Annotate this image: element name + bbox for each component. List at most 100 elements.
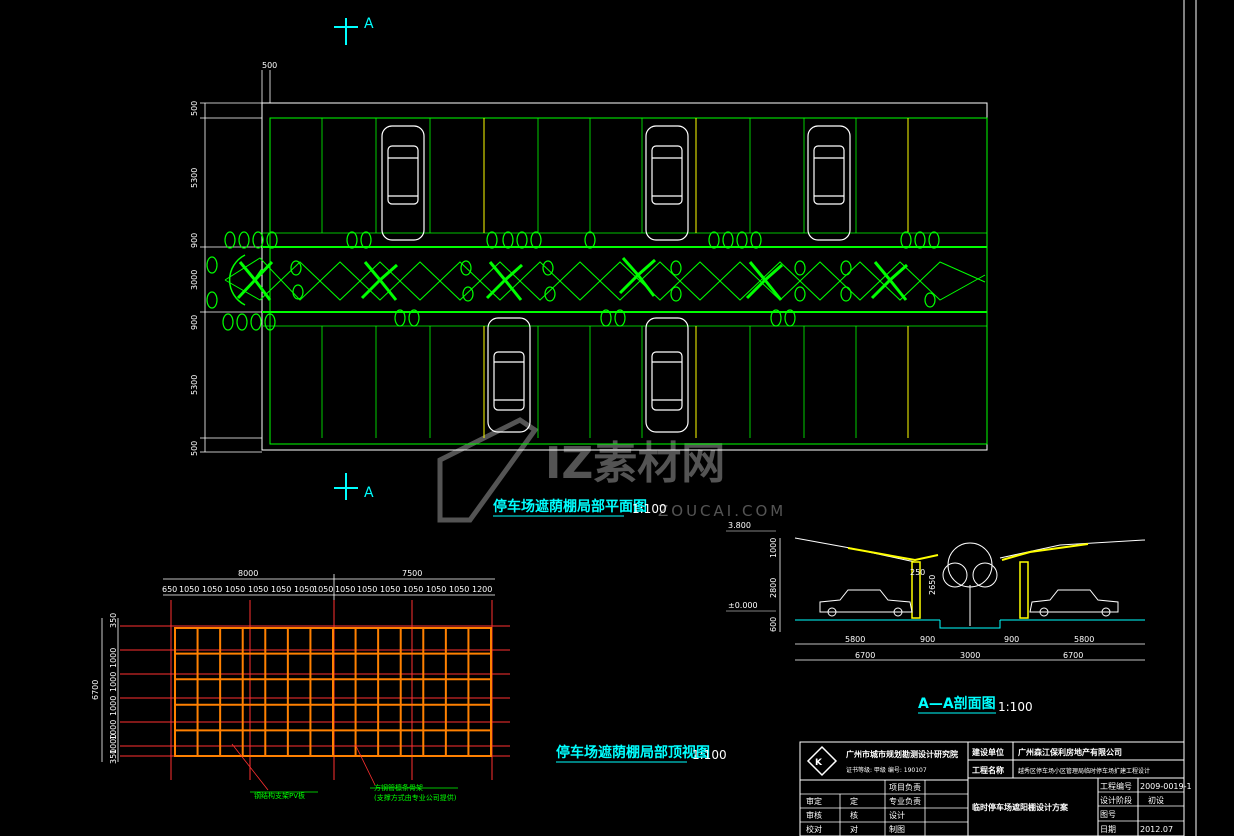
roof-callout-purlin: 方钢管檩条骨架 xyxy=(374,783,423,792)
roof-bay-dim: 1050 xyxy=(426,585,446,594)
section-dim-bottom-1: 900 xyxy=(920,635,935,644)
plan-dim-left: 900 xyxy=(190,233,199,248)
roof-callout-support: (支撑方式由专业公司提供) xyxy=(374,793,457,802)
car-icon xyxy=(487,317,531,433)
watermark-url: ZOUCAI.COM xyxy=(658,502,786,520)
roof-bay-dim: 1050 xyxy=(271,585,291,594)
roof-scale: 1:100 xyxy=(692,748,727,762)
role-right: 项目负责 xyxy=(889,782,921,792)
section-dim-bottom-2: 3000 xyxy=(960,651,980,660)
roof-bay-dim: 1050 xyxy=(449,585,469,594)
role-left: 审定 xyxy=(806,796,822,806)
roof-bay-dim: 1050 xyxy=(380,585,400,594)
roof-bay-dim: 1050 xyxy=(225,585,245,594)
plan-dim-left: 3000 xyxy=(190,270,199,290)
section-label-bottom: A xyxy=(364,485,374,501)
plan-scale: 1:100 xyxy=(632,502,667,516)
section-label-top: A xyxy=(364,16,374,32)
client-name: 广州森江保利房地产有限公司 xyxy=(1018,747,1122,757)
section-dim-bottom-1: 900 xyxy=(1004,635,1019,644)
roof-side-dims: 350 1000 1000 1000 1000 1000 350 xyxy=(109,613,118,764)
roof-side-dim: 1000 xyxy=(109,734,118,754)
stage: 初设 xyxy=(1148,795,1164,805)
plan-dim-left: 900 xyxy=(190,315,199,330)
roof-side-dim: 1000 xyxy=(109,696,118,716)
parking-stalls-top xyxy=(321,118,909,233)
roof-side-dim: 350 xyxy=(109,749,118,764)
role-mid: 核 xyxy=(850,810,858,820)
roof-side-total: 6700 xyxy=(91,680,100,700)
title-block: K 广州市城市规划勘测设计研究院 证书等级: 甲级 编号: 190107 建设单… xyxy=(799,741,1192,836)
plan-dim-top: 500 xyxy=(262,61,277,70)
role-left: 审核 xyxy=(806,810,822,820)
plan-dim-left: 5300 xyxy=(190,168,199,188)
role-right: 设计 xyxy=(889,810,905,820)
section-dim-2650: 2650 xyxy=(928,575,937,595)
svg-text:K: K xyxy=(815,758,823,768)
role-mid: 对 xyxy=(850,824,858,834)
pv-panel-grid xyxy=(174,627,492,757)
project-label: 工程名称 xyxy=(972,765,1004,775)
watermark-logo: IZ素材网 ZOUCAI.COM xyxy=(437,417,786,523)
car-icon xyxy=(381,125,425,241)
car-side-icon xyxy=(1029,589,1119,617)
date-label: 日期 xyxy=(1100,825,1116,834)
job-no: 2009-0019-1 xyxy=(1140,782,1192,791)
planting-strip xyxy=(206,231,986,331)
watermark-brand: IZ素材网 xyxy=(545,438,725,489)
roof-side-dim: 1000 xyxy=(109,648,118,668)
roof-top-view: 8000 7500 650 1050 1050 1050 1050 1050 1… xyxy=(91,569,727,802)
institute-logo-icon: K xyxy=(806,745,838,777)
roof-bay-dim: 1050 xyxy=(202,585,222,594)
roof-bay-dim: 1050 xyxy=(179,585,199,594)
section-dim-bottom-1: 5800 xyxy=(1074,635,1094,644)
plan-dim-left: 500 xyxy=(190,441,199,456)
tree-icon xyxy=(942,542,998,626)
role-mid: 定 xyxy=(850,796,858,806)
roof-side-dim: 1000 xyxy=(109,720,118,740)
parking-stalls-bottom xyxy=(321,326,909,438)
drawing-frame xyxy=(1183,0,1197,836)
roof-bay-dim: 1200 xyxy=(472,585,492,594)
role-left: 校对 xyxy=(806,824,822,834)
stage-label: 设计阶段 xyxy=(1100,795,1132,805)
plan-dim-left: 500 xyxy=(190,101,199,116)
plan-title: 停车场遮荫棚局部平面图 xyxy=(493,498,647,515)
job-no-label: 工程编号 xyxy=(1100,781,1132,791)
roof-total-dim: 8000 xyxy=(238,569,258,578)
role-right: 专业负责 xyxy=(889,796,921,806)
project-name: 越秀区停车场小区管理局临时停车场扩建工程设计 xyxy=(1018,767,1150,775)
roof-title: 停车场遮荫棚局部顶视图 xyxy=(556,744,710,761)
role-right: 制图 xyxy=(889,824,905,834)
plan-view: 500 500 5300 900 3000 900 5300 500 xyxy=(190,61,988,517)
roof-side-dim: 350 xyxy=(109,613,118,628)
car-icon xyxy=(807,125,851,241)
roof-callout-pv: 钢结构支架PV板 xyxy=(254,791,305,800)
plan-dim-left: 5300 xyxy=(190,375,199,395)
roof-bay-dim: 650 xyxy=(162,585,177,594)
roof-bay-dim: 1050 xyxy=(357,585,377,594)
section-dim-250: 250 xyxy=(910,568,925,577)
roof-bay-dim: 1050 xyxy=(313,585,333,594)
date: 2012.07 xyxy=(1140,825,1173,834)
section-marker-bottom: A xyxy=(334,473,374,501)
roof-total-dim: 7500 xyxy=(402,569,422,578)
section-dim-vert: 2800 xyxy=(769,578,778,598)
section-title: A—A剖面图 xyxy=(918,695,996,712)
roof-bay-dim: 1050 xyxy=(403,585,423,594)
section-scale: 1:100 xyxy=(998,700,1033,714)
drawing-title: 临时停车场遮阳棚设计方案 xyxy=(972,802,1069,812)
section-dim-bottom-2: 6700 xyxy=(855,651,875,660)
palm-tree-icon xyxy=(236,257,908,301)
roof-bay-dim: 1050 xyxy=(294,585,314,594)
car-icon xyxy=(645,317,689,433)
institute-sub: 证书等级: 甲级 编号: 190107 xyxy=(846,766,927,774)
section-dim-bottom-1: 5800 xyxy=(845,635,865,644)
institute-name: 广州市城市规划勘测设计研究院 xyxy=(846,749,958,759)
roof-bay-dims: 650 1050 1050 1050 1050 1050 1050 1050 1… xyxy=(162,585,492,594)
roof-bay-dim: 1050 xyxy=(335,585,355,594)
section-dim-bottom-2: 6700 xyxy=(1063,651,1083,660)
roof-side-dim: 1000 xyxy=(109,672,118,692)
car-icon xyxy=(645,125,689,241)
